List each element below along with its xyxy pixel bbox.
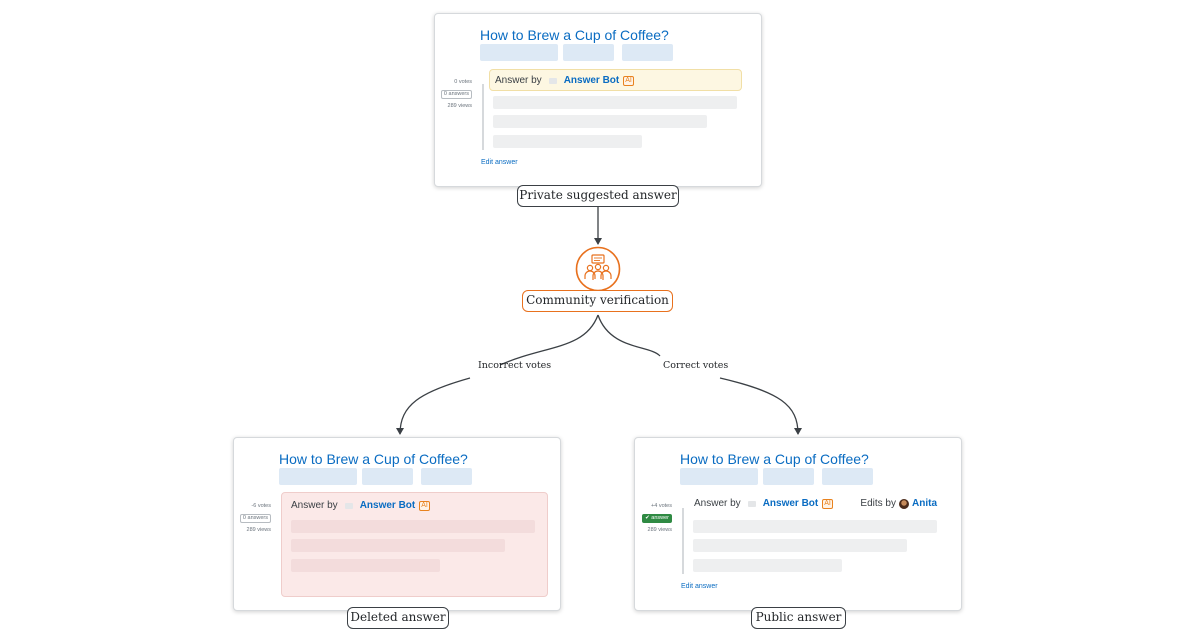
tag-placeholder (480, 44, 558, 61)
answer-text-placeholder (291, 559, 440, 572)
question-title[interactable]: How to Brew a Cup of Coffee? (680, 451, 869, 467)
tag-placeholder (622, 44, 673, 61)
tag-placeholder (680, 468, 758, 485)
accepted-answer-badge: ✔ answer (642, 514, 672, 523)
bot-name-link[interactable]: Answer Bot (563, 75, 620, 86)
tag-placeholder (822, 468, 873, 485)
vote-count: +4 votes (651, 503, 672, 509)
public-answer-header: Answer by Answer Bot AI Edits by Anita (689, 493, 942, 515)
question-stats: +4 votes ✔ answer 289 views (635, 500, 672, 536)
label-community-verification: Community verification (522, 290, 673, 312)
edge-correct (597, 314, 798, 434)
view-count: 289 views (647, 527, 672, 533)
edits-by: Edits by Anita (860, 498, 937, 509)
answer-text-placeholder (291, 520, 535, 533)
answer-text-placeholder (493, 115, 707, 128)
edge-label-incorrect-votes: Incorrect votes (478, 360, 552, 371)
vote-count: 0 votes (454, 79, 472, 85)
bot-icon (344, 502, 353, 509)
suggested-answer-header: Answer by Answer Bot AI (489, 69, 742, 91)
bot-name-link[interactable]: Answer Bot (762, 498, 819, 509)
answer-by-label: Answer by (291, 500, 338, 511)
answer-count: 0 answers (440, 90, 472, 99)
ai-badge: AI (822, 498, 833, 509)
label-deleted-answer: Deleted answer (347, 607, 449, 629)
edit-answer-link[interactable]: Edit answer (481, 159, 518, 166)
edit-answer-link[interactable]: Edit answer (681, 583, 718, 590)
bot-icon (747, 500, 756, 507)
view-count: 289 views (246, 527, 271, 533)
question-title[interactable]: How to Brew a Cup of Coffee? (279, 451, 468, 467)
bot-name-link[interactable]: Answer Bot (359, 500, 416, 511)
edge-label-correct-votes: Correct votes (663, 360, 729, 371)
view-count: 289 views (447, 103, 472, 109)
ai-badge: AI (623, 75, 634, 86)
answer-by-label: Answer by (495, 75, 542, 86)
bot-icon (548, 77, 557, 84)
editor-name-link[interactable]: Anita (912, 498, 937, 509)
community-group-icon (575, 246, 621, 292)
question-stats: -6 votes 0 answers 289 views (234, 500, 271, 536)
card-deleted-answer: How to Brew a Cup of Coffee? -6 votes 0 … (233, 437, 561, 611)
answer-divider (482, 84, 484, 150)
tag-placeholder (421, 468, 472, 485)
answer-text-placeholder (693, 559, 842, 572)
vote-count: -6 votes (251, 503, 271, 509)
question-title[interactable]: How to Brew a Cup of Coffee? (480, 27, 669, 43)
answer-text-placeholder (291, 539, 505, 552)
card-private-answer: How to Brew a Cup of Coffee? 0 votes 0 a… (434, 13, 762, 187)
answer-by-label: Answer by (694, 498, 741, 509)
edits-by-label: Edits by (860, 498, 896, 509)
accepted-label: answer (651, 515, 669, 521)
answer-text-placeholder (693, 539, 907, 552)
ai-badge: AI (419, 500, 430, 511)
answer-count: 0 answers (239, 514, 271, 523)
avatar[interactable] (899, 498, 909, 509)
tag-placeholder (763, 468, 814, 485)
tag-placeholder (362, 468, 413, 485)
answer-divider (682, 508, 684, 574)
edge-incorrect (400, 314, 599, 434)
question-stats: 0 votes 0 answers 289 views (435, 76, 472, 112)
answer-text-placeholder (693, 520, 937, 533)
answer-text-placeholder (493, 96, 737, 109)
answer-text-placeholder (493, 135, 642, 148)
tag-placeholder (279, 468, 357, 485)
tag-placeholder (563, 44, 614, 61)
label-public-answer: Public answer (751, 607, 846, 629)
label-private-suggested-answer: Private suggested answer (517, 185, 679, 207)
card-public-answer: How to Brew a Cup of Coffee? +4 votes ✔ … (634, 437, 962, 611)
deleted-answer-body: Answer by Answer Bot AI (281, 492, 548, 597)
